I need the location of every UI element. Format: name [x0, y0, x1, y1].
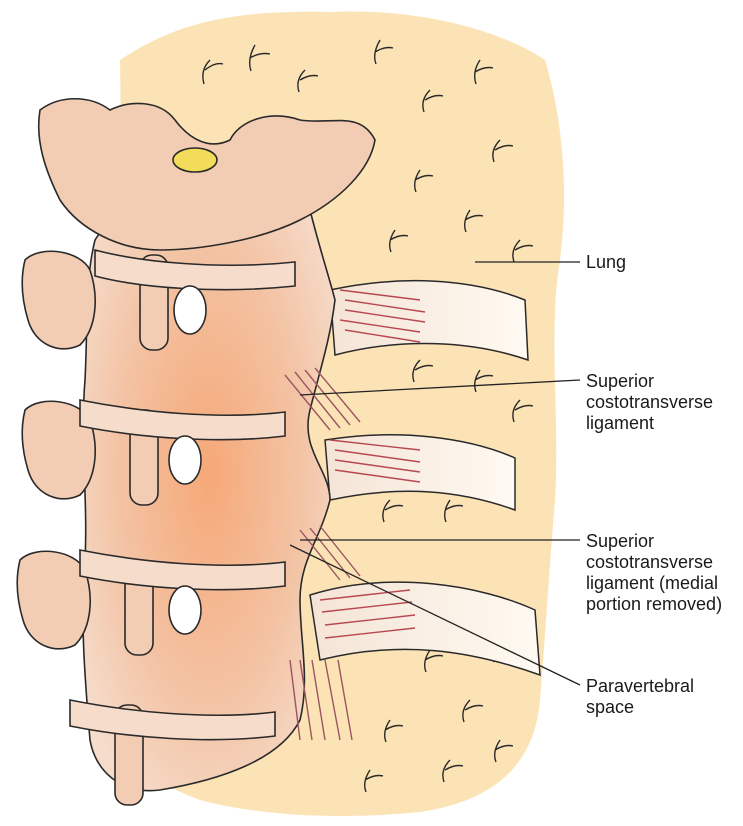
- label-paravertebral-space: Paravertebral space: [586, 676, 694, 718]
- transverse-process-1: [22, 251, 95, 349]
- vertebrae-body: [83, 157, 335, 790]
- ribs: [310, 281, 540, 675]
- label-superior-costotransverse-ligament: Superior costotransverse ligament: [586, 371, 713, 434]
- cartilage: [173, 148, 217, 172]
- foramen-1: [174, 286, 206, 334]
- foramen-3: [169, 586, 201, 634]
- foramen-2: [169, 436, 201, 484]
- label-lung: Lung: [586, 252, 626, 273]
- label-superior-costotransverse-ligament-removed: Superior costotransverse ligament (media…: [586, 531, 722, 615]
